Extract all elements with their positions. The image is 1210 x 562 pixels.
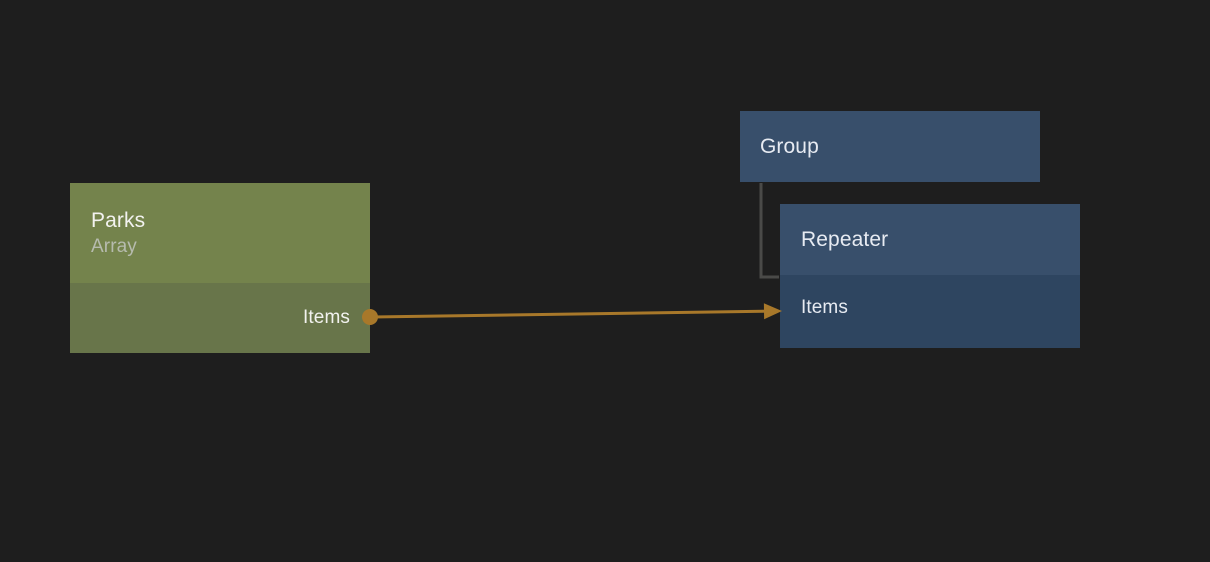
output-port-items[interactable]: Items xyxy=(70,305,370,331)
node-group[interactable]: Group xyxy=(740,111,1040,182)
node-parks[interactable]: Parks Array Items xyxy=(70,183,370,353)
node-group-header[interactable]: Group xyxy=(740,111,1040,182)
connector-line xyxy=(369,309,771,319)
node-repeater-body: Items xyxy=(780,275,1080,348)
node-repeater-header[interactable]: Repeater xyxy=(780,204,1080,275)
output-port-items-label: Items xyxy=(303,307,350,328)
node-parks-title: Parks xyxy=(91,209,146,232)
node-group-title: Group xyxy=(760,135,819,158)
input-port-items[interactable]: Items xyxy=(780,295,1080,321)
node-parks-header[interactable]: Parks Array xyxy=(70,183,370,283)
node-repeater-title: Repeater xyxy=(801,228,889,251)
node-repeater[interactable]: Repeater Items xyxy=(780,204,1080,348)
input-port-items-label: Items xyxy=(801,297,848,318)
node-parks-body: Items xyxy=(70,283,370,353)
node-parks-subtitle: Array xyxy=(91,236,137,257)
